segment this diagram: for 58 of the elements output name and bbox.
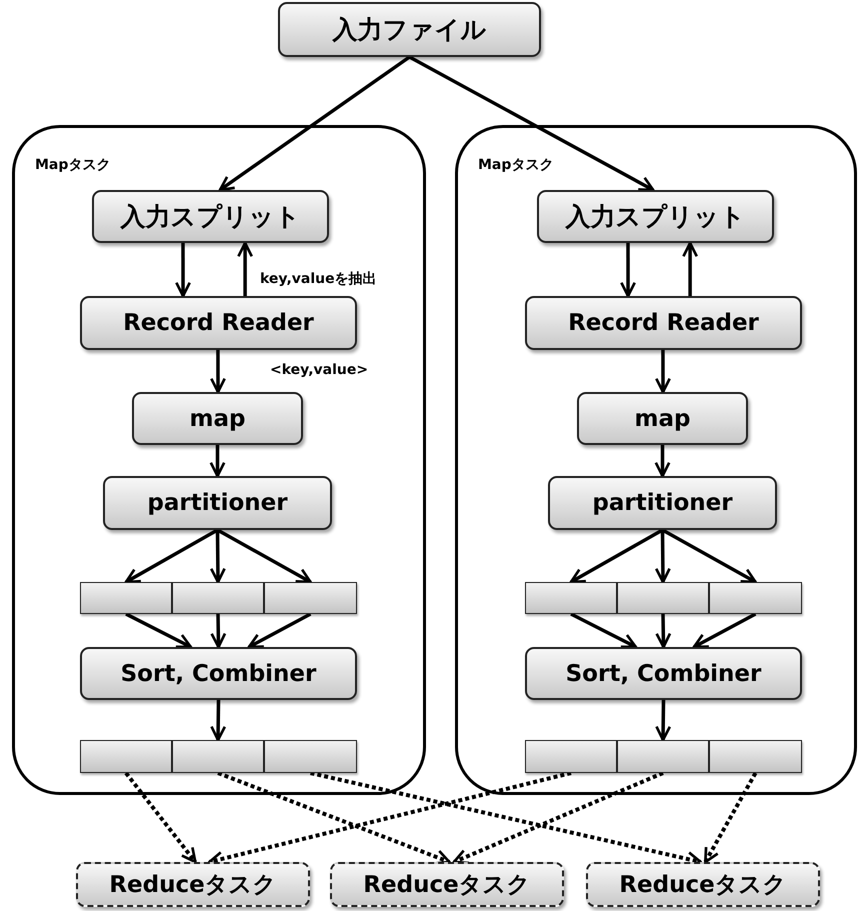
arrow: [692, 612, 756, 649]
arrow: [620, 243, 636, 298]
process-box: partitioner: [103, 476, 332, 530]
process-box: Record Reader: [80, 296, 357, 350]
arrow: [210, 350, 226, 394]
process-box: 入力ファイル: [278, 2, 541, 57]
process-box: 入力スプリット: [537, 190, 774, 243]
buffer-cell: [617, 582, 709, 614]
arrow: [704, 772, 758, 864]
container-title: Mapタスク: [478, 156, 554, 174]
arrow: [248, 612, 312, 649]
buffer-cell: [525, 740, 617, 773]
buffer-cell: [264, 582, 357, 614]
buffer-cell: [80, 740, 172, 773]
task-container: [12, 125, 426, 795]
arrow: [210, 530, 226, 584]
arrow: [654, 445, 670, 478]
buffer-cell: [525, 582, 617, 614]
arrow: [655, 614, 672, 648]
buffer-cell: [80, 582, 172, 614]
arrow: [217, 771, 451, 865]
buffer-cell: [709, 582, 802, 614]
arrow: [655, 350, 671, 394]
process-box: Sort, Combiner: [525, 647, 802, 700]
process-box: 入力スプリット: [92, 190, 329, 243]
arrow: [408, 55, 654, 192]
arrow: [237, 242, 254, 296]
arrow: [216, 528, 312, 584]
arrow: [682, 242, 698, 296]
buffer-cell: [172, 740, 264, 773]
task-container: [455, 125, 857, 795]
arrow: [210, 614, 226, 648]
arrow: [570, 612, 638, 649]
arrow: [125, 612, 192, 649]
process-box: map: [132, 392, 303, 445]
arrow: [452, 771, 664, 864]
arrow: [655, 700, 672, 742]
buffer-cell: [264, 740, 357, 773]
arrow: [570, 528, 664, 584]
reduce-box: Reduceタスク: [76, 862, 310, 907]
process-box: Record Reader: [525, 296, 802, 350]
arrow: [218, 56, 410, 192]
buffer-cell: [709, 740, 802, 773]
arrow: [662, 528, 757, 584]
container-title: Mapタスク: [35, 156, 110, 174]
reduce-box: Reduceタスク: [586, 862, 820, 907]
process-box: Sort, Combiner: [80, 647, 357, 700]
arrow: [175, 243, 192, 298]
arrow: [210, 445, 226, 478]
process-box: partitioner: [548, 476, 777, 530]
arrow: [654, 530, 671, 584]
buffer-cell: [617, 740, 709, 773]
process-box: map: [577, 392, 748, 445]
reduce-box: Reduceタスク: [330, 862, 564, 907]
buffer-cell: [172, 582, 264, 614]
arrow: [124, 528, 218, 584]
arrow: [210, 700, 226, 742]
arrow: [124, 772, 197, 864]
